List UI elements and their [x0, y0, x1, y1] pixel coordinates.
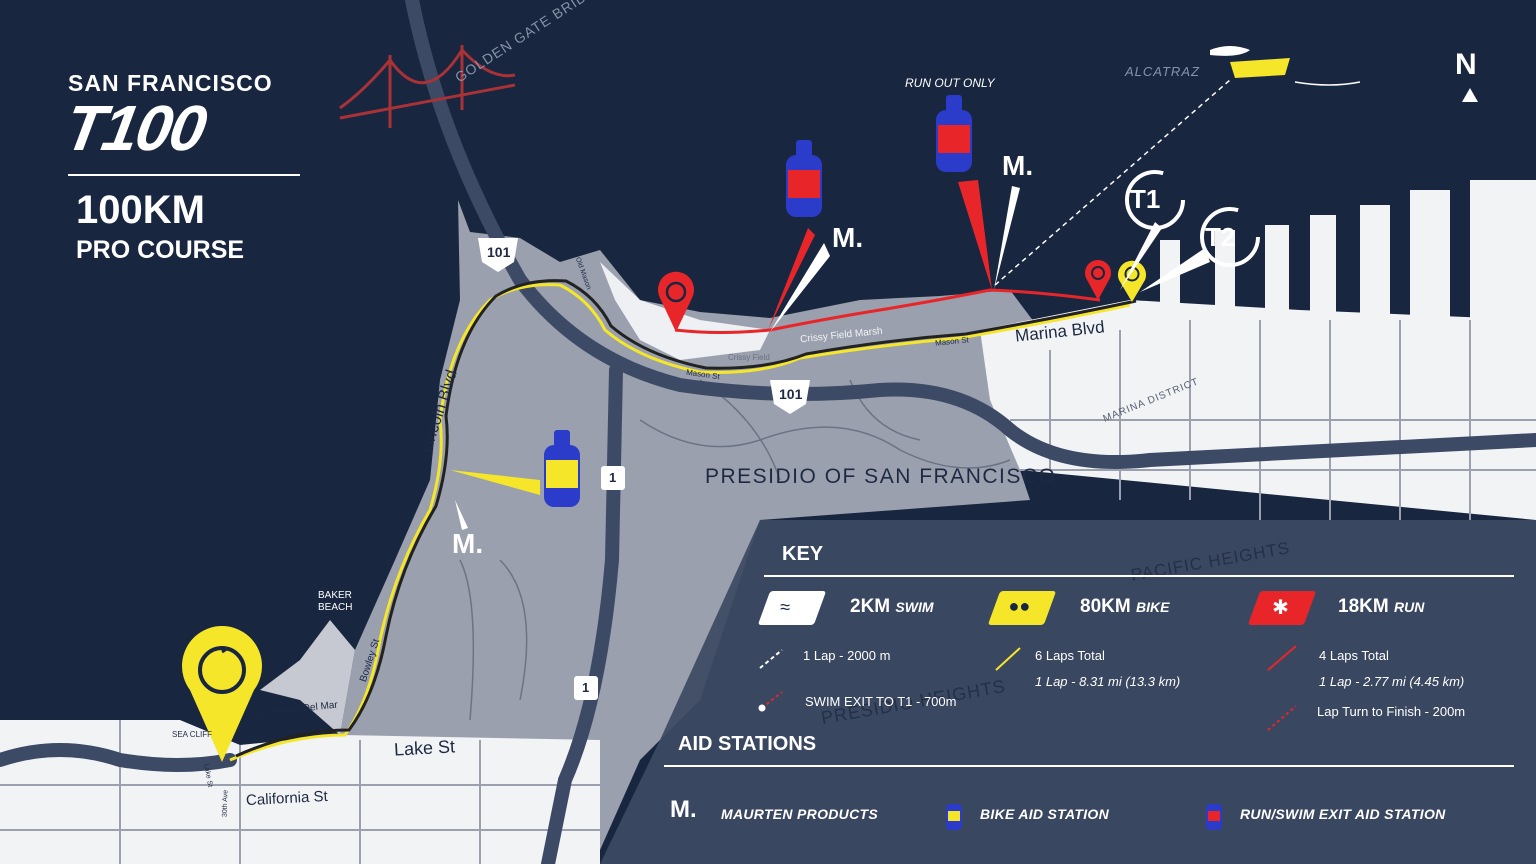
maurten-beams [455, 186, 1210, 530]
run-laps-text: 4 Laps Total [1319, 648, 1389, 663]
piers [1160, 180, 1536, 320]
run-lap-text: 1 Lap - 2.77 mi (4.45 km) [1319, 674, 1465, 689]
bike-icon: ●● [1008, 596, 1031, 616]
baker-beach [260, 620, 355, 735]
lake-st-label: Lake St [393, 736, 456, 760]
title-divider [68, 174, 300, 176]
bike-label: BIKE [1135, 599, 1170, 615]
run-finish-text: Lap Turn to Finish - 200m [1317, 704, 1466, 719]
maurten-mark-icon: M. [452, 528, 484, 559]
baker-beach-label: BAKER BEACH [318, 590, 353, 613]
run-aid-text: RUN/SWIM EXIT AID STATION [1240, 806, 1446, 822]
hwy-101-label-b: 101 [779, 386, 803, 402]
swim-exit-text: SWIM EXIT TO T1 - 700m [805, 694, 957, 709]
hwy-101-label-a: 101 [487, 244, 511, 260]
ferry-icon [1210, 46, 1361, 86]
title-course: PRO COURSE [76, 236, 245, 264]
maurten-mark-icon: M. [1002, 150, 1034, 181]
run-distance: 18KM [1338, 596, 1389, 617]
run-title: 18KM RUN [1338, 596, 1424, 618]
street-grid [0, 320, 1536, 864]
swim-exit-key-icon [761, 691, 783, 709]
hwy-1-label-b: 1 [582, 680, 590, 695]
run-aid-beam-2 [958, 180, 992, 290]
run-aid-bottle-icon [786, 140, 822, 217]
richmond-district [0, 720, 600, 864]
bike-distance: 80KM [1080, 596, 1131, 617]
key-divider [764, 575, 1514, 577]
run-label: RUN [1393, 599, 1425, 615]
swim-distance: 2KM [850, 596, 891, 617]
t2-label: T2 [1205, 222, 1236, 252]
bike-aid-bottle-icon [544, 430, 580, 507]
bike-aid-text: BIKE AID STATION [980, 806, 1109, 822]
bike-laps-key-icon [995, 647, 1021, 671]
presidio-land [230, 200, 1040, 860]
bike-aid-beam [450, 470, 540, 495]
title-city: SAN FRANCISCO [68, 70, 273, 96]
t1-label: T1 [1130, 184, 1161, 214]
highway-shield-1-a [601, 466, 625, 490]
bike-lap-text: 1 Lap - 8.31 mi (13.3 km) [1035, 674, 1181, 689]
title-distance: 100KM [76, 188, 205, 232]
swim-title: 2KM SWIM [850, 596, 934, 618]
run-finish-key-icon [1267, 705, 1297, 731]
maurten-products-text: MAURTEN PRODUCTS [721, 806, 878, 822]
t2-ring [1200, 207, 1260, 267]
key-heading: KEY [782, 543, 824, 565]
swim-lap [994, 79, 1231, 286]
north-arrow-icon [1462, 88, 1478, 102]
hwy-1-label-a: 1 [609, 470, 617, 485]
30th-ave-label: 30th Ave [221, 789, 230, 818]
swim-lap-text: 1 Lap - 2000 m [803, 648, 891, 663]
run-aid-bottle-icon [936, 95, 972, 172]
swim-icon: ≈ [780, 597, 791, 617]
t1-ring [1125, 170, 1185, 230]
crissy-field-label: Crissy Field [728, 353, 770, 362]
maurten-key-icon: M. [670, 796, 697, 823]
bike-course [229, 279, 1137, 762]
run-out-only-label: RUN OUT ONLY [905, 76, 995, 90]
run-aid-key-icon [1206, 804, 1222, 830]
highway-shield-101-a [478, 238, 518, 272]
aid-heading: AID STATIONS [678, 733, 817, 755]
sea-cliff-label: SEA CLIFF [172, 730, 213, 739]
swim-lap-key-icon [759, 649, 783, 669]
golden-gate-bridge-icon [339, 45, 516, 128]
crissy-field-area [600, 262, 770, 360]
alcatraz-label: ALCATRAZ [1125, 64, 1200, 79]
bike-aid-key-icon [946, 804, 962, 830]
run-turn-pin [658, 271, 695, 332]
maurten-mark-icon: M. [832, 222, 864, 253]
bike-laps-text: 6 Laps Total [1035, 648, 1105, 663]
title-event: T100 [59, 92, 211, 164]
aid-divider [664, 765, 1514, 767]
highway-shield-101-b [770, 380, 810, 414]
run-aid-beam-1 [768, 228, 815, 330]
bike-title: 80KM BIKE [1080, 596, 1169, 618]
highway-shield-1-b [574, 676, 598, 700]
north-label: N [1455, 48, 1477, 81]
run-icon: ✱ [1272, 597, 1289, 619]
swim-label: SWIM [895, 599, 934, 615]
bike-turn-pin-west [182, 625, 263, 762]
run-course [674, 288, 1101, 334]
run-laps-key-icon [1267, 645, 1297, 671]
run-finish-pin [1085, 260, 1112, 300]
presidio-label: PRESIDIO OF SAN FRANCISCO [705, 465, 1057, 488]
